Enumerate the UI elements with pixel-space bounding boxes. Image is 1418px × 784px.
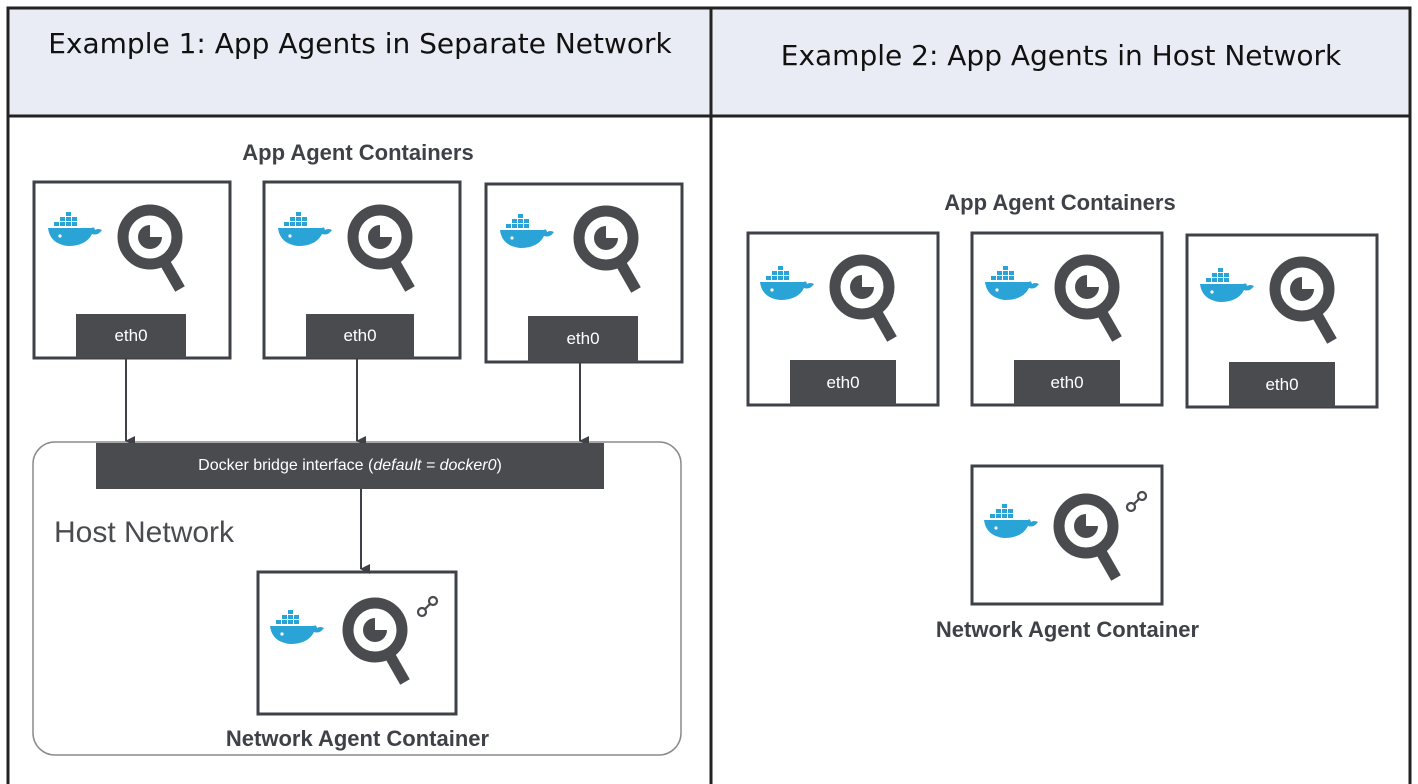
docker-whale-icon — [1200, 268, 1254, 302]
docker-whale-icon — [984, 504, 1038, 538]
network-agent-container-1 — [256, 570, 458, 716]
network-link-icon — [1125, 490, 1148, 513]
app-agent-containers-title: App Agent Containers — [944, 190, 1176, 215]
network-link-icon — [416, 595, 439, 618]
docker-whale-icon — [985, 266, 1039, 300]
app-agent-container-2 — [262, 180, 462, 360]
example2-header: Example 2: App Agents in Host Network — [780, 39, 1342, 72]
network-agent-container-2 — [970, 464, 1164, 606]
agent-magnifier-icon — [835, 260, 892, 339]
app-agent-container-3 — [1185, 233, 1379, 409]
bridge-label-suffix: ) — [496, 457, 502, 474]
eth0-label: eth0 — [76, 314, 186, 358]
header-row-bg — [8, 8, 1410, 116]
agent-magnifier-icon — [1275, 262, 1332, 341]
eth0-label: eth0 — [1014, 360, 1120, 405]
eth0-label: eth0 — [528, 316, 638, 362]
example1-header: Example 1: App Agents in Separate Networ… — [48, 27, 672, 60]
host-network-label: Host Network — [54, 516, 235, 549]
bridge-label-default: default = docker0 — [373, 457, 497, 474]
app-agent-container-1 — [746, 231, 940, 407]
agent-magnifier-icon — [123, 210, 180, 289]
docker-bridge-interface: Docker bridge interface (default = docke… — [96, 443, 604, 489]
agent-magnifier-icon — [1059, 499, 1116, 578]
docker-whale-icon — [48, 212, 102, 246]
eth0-label: eth0 — [1229, 362, 1335, 407]
agent-magnifier-icon — [579, 211, 636, 290]
docker-whale-icon — [500, 214, 554, 248]
app-agent-containers-title: App Agent Containers — [242, 140, 474, 165]
agent-magnifier-icon — [348, 603, 405, 682]
eth0-label: eth0 — [306, 314, 414, 358]
docker-whale-icon — [278, 212, 332, 246]
agent-magnifier-icon — [1060, 260, 1117, 339]
network-agent-container-title: Network Agent Container — [935, 617, 1200, 642]
eth0-label: eth0 — [790, 360, 896, 405]
agent-magnifier-icon — [353, 210, 410, 289]
app-agent-container-2 — [970, 231, 1164, 407]
docker-whale-icon — [270, 610, 324, 644]
network-agent-container-title: Network Agent Container — [225, 726, 490, 751]
docker-whale-icon — [760, 266, 814, 300]
table-border — [6, 6, 1412, 784]
app-agent-container-1 — [32, 180, 232, 360]
bridge-label-prefix: Docker bridge interface ( — [198, 457, 374, 474]
app-agent-container-3 — [484, 182, 684, 364]
